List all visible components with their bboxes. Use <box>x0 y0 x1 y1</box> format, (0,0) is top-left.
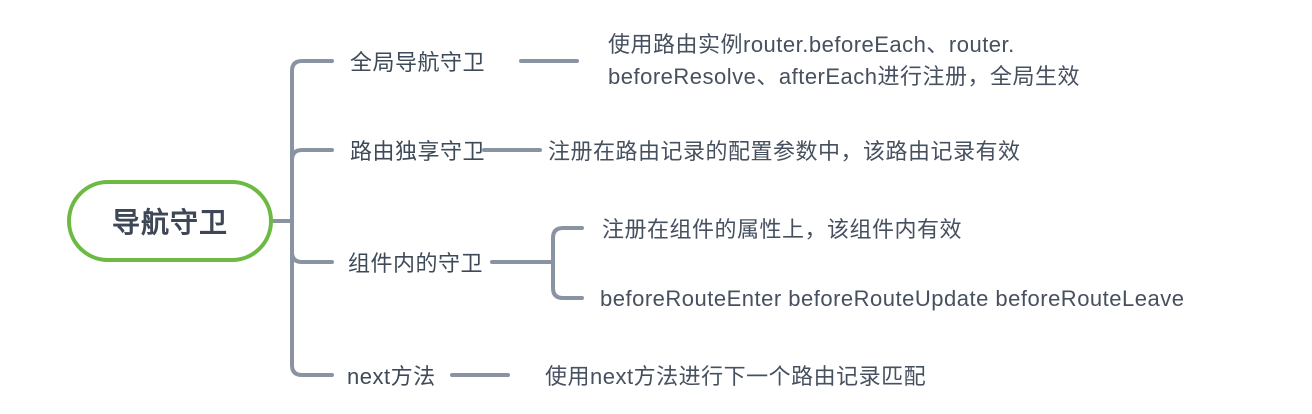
connector-branch-4 <box>290 219 334 377</box>
branch-global-guards-label[interactable]: 全局导航守卫 <box>350 50 486 75</box>
branch-next-method-detail[interactable]: 使用next方法进行下一个路由记录匹配 <box>545 364 927 389</box>
branch-in-component-guards-child-2[interactable]: beforeRouteEnter beforeRouteUpdate befor… <box>600 286 1185 311</box>
branch-in-component-guards-label[interactable]: 组件内的守卫 <box>348 251 484 276</box>
branch-global-guards-detail-line-1: 使用路由实例router.beforeEach、router. <box>608 32 1015 57</box>
branch-per-route-guard-label[interactable]: 路由独享守卫 <box>350 139 486 164</box>
root-node-label: 导航守卫 <box>111 207 228 238</box>
branch-next-method-label[interactable]: next方法 <box>347 364 436 389</box>
connector-branch-3-child-1 <box>551 226 584 264</box>
branch-in-component-guards-child-1[interactable]: 注册在组件的属性上，该组件内有效 <box>602 217 963 242</box>
connector-branch-3-child-2 <box>551 260 584 300</box>
root-node[interactable]: 导航守卫 <box>67 180 273 262</box>
branch-global-guards-detail[interactable]: 使用路由实例router.beforeEach、router. beforeRe… <box>608 29 1080 93</box>
connector-branch-2 <box>290 148 334 223</box>
connector-branch-3 <box>290 219 334 264</box>
branch-global-guards-detail-line-2: beforeResolve、afterEach进行注册，全局生效 <box>608 64 1081 89</box>
connector-branch-1 <box>290 59 334 223</box>
branch-per-route-guard-detail[interactable]: 注册在路由记录的配置参数中，该路由记录有效 <box>548 139 1021 164</box>
